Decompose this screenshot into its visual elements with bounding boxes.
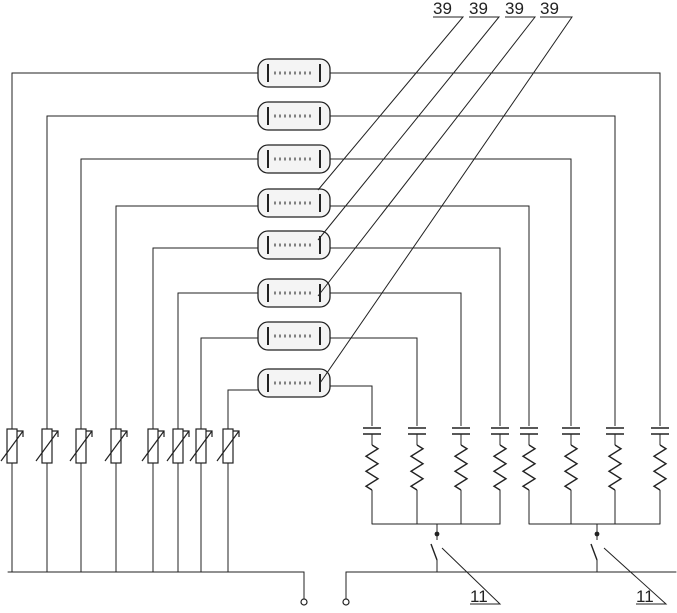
callout-label-39-1: 39 [433, 0, 452, 18]
capacitor-inductor-branch [606, 427, 624, 524]
adjust-arrow-shaft [141, 430, 165, 462]
capacitor-inductor-branch [491, 427, 509, 524]
variable-resistor [104, 428, 128, 464]
adjust-arrow-head [121, 430, 128, 437]
terminal-group [300, 598, 350, 606]
capacitor-inductor-branch [408, 427, 426, 524]
terminal-right [342, 598, 350, 606]
callout-label-11-1: 11 [470, 587, 488, 606]
discharge-tube [257, 144, 331, 174]
callout-leader [317, 16, 501, 241]
terminal-left [300, 598, 308, 606]
variable-resistor-bank [0, 428, 240, 464]
adjust-arrow-shaft [0, 430, 24, 462]
inductor-coil [492, 444, 508, 491]
wire-tube-left-8 [227, 389, 258, 429]
adjust-arrow-shaft [69, 430, 93, 462]
discharge-tube [257, 278, 331, 308]
callout-label-39-4: 39 [540, 0, 559, 18]
wire-tube-right-4 [330, 205, 530, 426]
wires [7, 72, 677, 601]
variable-resistor [0, 428, 24, 464]
variable-resistor [141, 428, 165, 464]
capacitor-inductor-branch [363, 427, 381, 524]
adjust-arrow-head [233, 430, 240, 437]
callout-label-11-2: 11 [636, 587, 654, 606]
switch-blade [590, 543, 598, 561]
variable-resistor [166, 428, 190, 464]
variable-resistor [216, 428, 240, 464]
adjust-arrow-head [86, 430, 93, 437]
discharge-tube [257, 321, 331, 351]
inductor-coil [607, 444, 623, 491]
variable-resistor [35, 428, 59, 464]
wire-tube-right-7 [330, 337, 418, 426]
callout-leader [317, 16, 537, 297]
switch-2 [590, 531, 600, 572]
wire-tube-right-1 [330, 72, 661, 426]
inductor-coil [409, 444, 425, 491]
switch-1 [430, 531, 440, 572]
wire-tube-right-5 [330, 247, 501, 426]
discharge-tube [257, 188, 331, 218]
adjust-arrow-shaft [166, 430, 190, 462]
wire-tube-right-3 [330, 158, 572, 426]
capacitor-inductor-branch [452, 427, 470, 524]
capacitor-inductor-bank [363, 427, 669, 524]
discharge-tube [257, 101, 331, 131]
callout-leader [317, 16, 465, 191]
adjust-arrow-shaft [35, 430, 59, 462]
tube-column [257, 58, 331, 398]
callout-label-39-3: 39 [505, 0, 524, 18]
inductor-coil [521, 444, 537, 491]
capacitor-inductor-branch [651, 427, 669, 524]
discharge-tube [257, 368, 331, 398]
callout-leader [441, 547, 502, 605]
adjust-arrow-head [158, 430, 165, 437]
adjust-arrow-shaft [189, 430, 213, 462]
inductor-coil [652, 444, 668, 491]
inductor-coil [563, 444, 579, 491]
inductor-coil [364, 444, 380, 491]
adjust-arrow-head [183, 430, 190, 437]
callout-leader [603, 547, 668, 605]
switch-group [430, 531, 600, 572]
wire-tube-right-6 [330, 292, 462, 426]
adjust-arrow-shaft [104, 430, 128, 462]
adjust-arrow-head [52, 430, 59, 437]
callout-leader [319, 16, 573, 384]
discharge-tube [257, 230, 331, 260]
capacitor-inductor-branch [562, 427, 580, 524]
adjust-arrow-head [17, 430, 24, 437]
callout-label-39-2: 39 [469, 0, 488, 18]
variable-resistor [69, 428, 93, 464]
discharge-tube [257, 58, 331, 88]
callout-group: 39 39 39 39 11 11 [317, 0, 668, 606]
inductor-coil [453, 444, 469, 491]
adjust-arrow-head [206, 430, 213, 437]
switch-blade [430, 543, 438, 561]
capacitor-inductor-branch [520, 427, 538, 524]
variable-resistor [189, 428, 213, 464]
adjust-arrow-shaft [216, 430, 240, 462]
wire-tube-right-8 [330, 385, 373, 426]
wire-tube-right-2 [330, 115, 616, 426]
